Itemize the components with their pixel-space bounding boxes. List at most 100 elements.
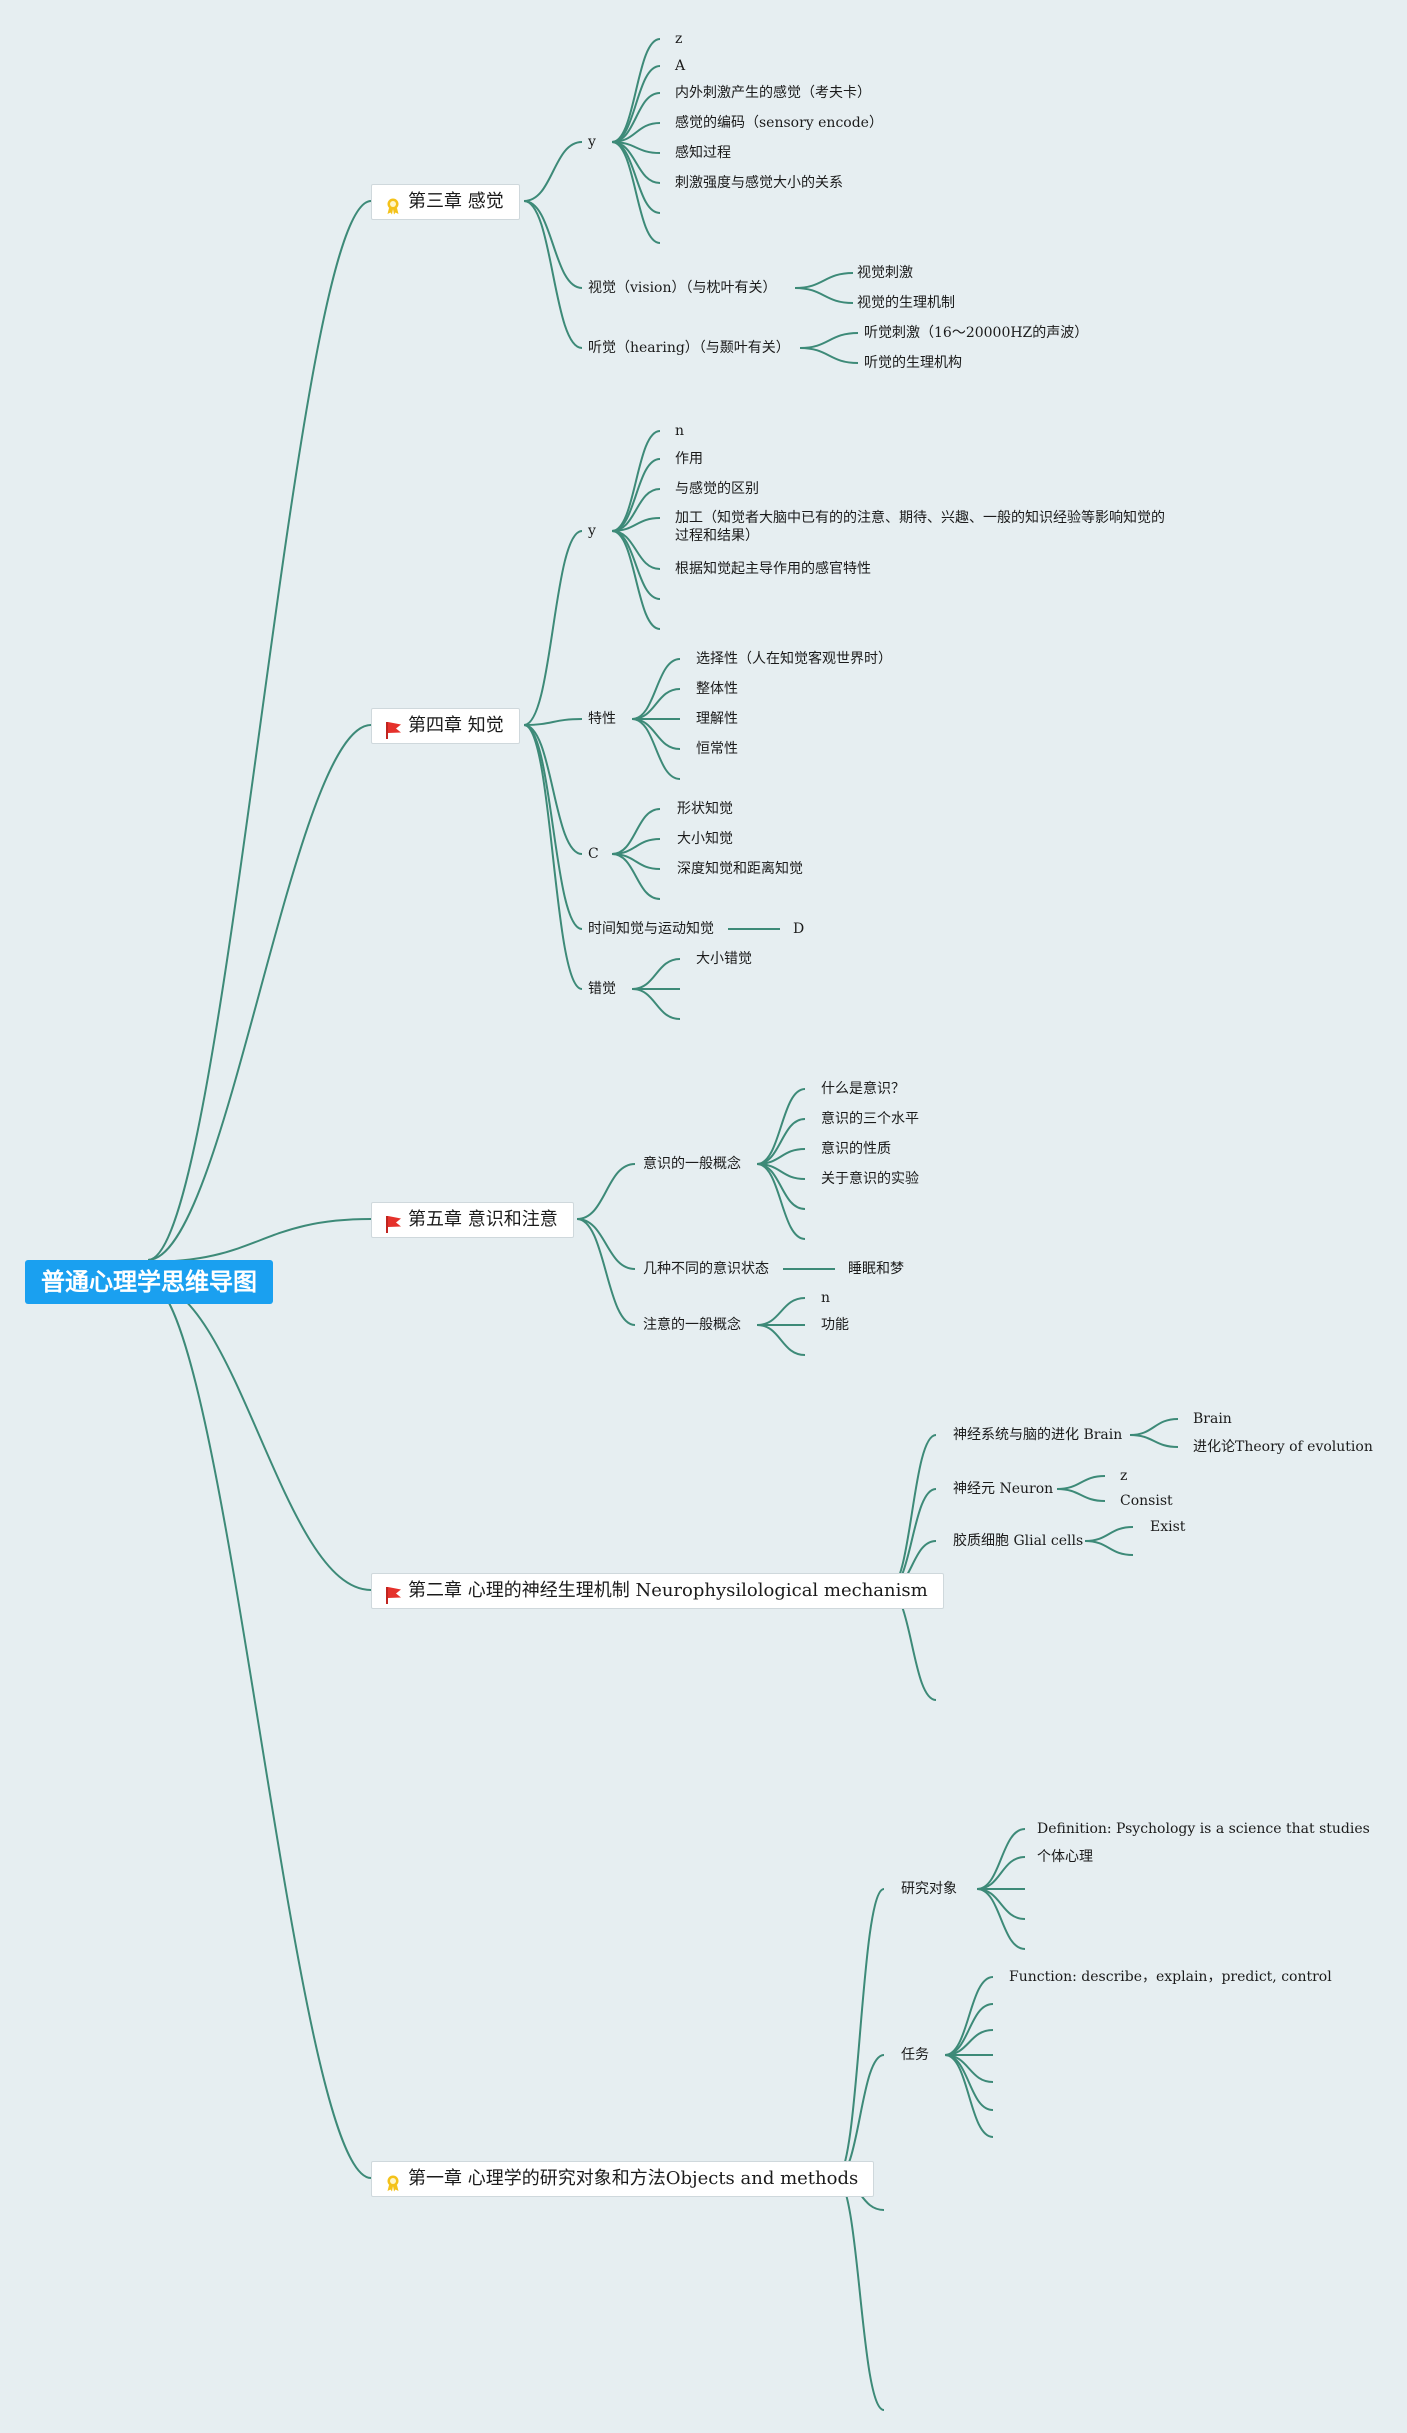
topic-node[interactable]: y [588, 134, 596, 150]
connector-line [523, 200, 583, 349]
subtopic-node[interactable]: z [675, 31, 683, 47]
subtopic-node[interactable]: 深度知觉和距离知觉 [677, 861, 803, 877]
subtopic-node[interactable]: 整体性 [696, 681, 738, 697]
subtopic-node[interactable]: 睡眠和梦 [848, 1261, 904, 1277]
connector-line [611, 92, 661, 143]
subtopic-node[interactable]: 选择性（人在知觉客观世界时） [696, 651, 892, 667]
subtopic-node[interactable]: 大小错觉 [696, 951, 752, 967]
connector-line [523, 141, 583, 202]
subtopic-node[interactable]: 刺激强度与感觉大小的关系 [675, 175, 843, 191]
connector-line [756, 1163, 806, 1240]
topic-node[interactable]: 神经元 Neuron [953, 1481, 1054, 1497]
connector-line [523, 724, 583, 930]
subtopic-node[interactable]: z [1120, 1468, 1128, 1484]
connector-line [523, 718, 583, 726]
connector-line [611, 65, 661, 143]
topic-node[interactable]: 意识的一般概念 [643, 1156, 741, 1172]
subtopic-node[interactable]: 听觉刺激（16～20000HZ的声波） [864, 325, 1089, 341]
award-icon [384, 193, 402, 215]
connector-line [631, 718, 681, 780]
topic-node[interactable]: C [588, 846, 599, 862]
connector-line [523, 724, 583, 990]
root-node[interactable]: 普通心理学思维导图 [25, 1260, 273, 1304]
connector-line [1129, 1418, 1179, 1436]
subtopic-node[interactable]: 个体心理 [1037, 1849, 1093, 1865]
subtopic-node[interactable]: 意识的三个水平 [821, 1111, 919, 1127]
subtopic-node[interactable]: 感知过程 [675, 145, 731, 161]
subtopic-node[interactable]: A [675, 58, 686, 74]
subtopic-node[interactable]: 意识的性质 [821, 1141, 891, 1157]
subtopic-node[interactable]: 加工（知觉者大脑中已有的的注意、期待、兴趣、一般的知识经验等影响知觉的过程和结果… [675, 510, 1165, 544]
chapter-3-node[interactable]: 第三章 感觉 [371, 184, 520, 220]
connector-line [611, 530, 661, 630]
subtopic-node[interactable]: 视觉刺激 [857, 265, 913, 281]
connector-line [835, 2177, 885, 2411]
topic-node[interactable]: 注意的一般概念 [643, 1317, 741, 1333]
subtopic-node[interactable]: 什么是意识？ [821, 1081, 905, 1097]
connector-line [631, 658, 681, 720]
subtopic-node[interactable]: 理解性 [696, 711, 738, 727]
topic-node[interactable]: 胶质细胞 Glial cells [953, 1533, 1084, 1549]
connector-line [794, 272, 854, 289]
connector-line [576, 1218, 636, 1326]
award-icon [384, 2170, 402, 2192]
topic-node[interactable]: 几种不同的意识状态 [643, 1261, 769, 1277]
subtopic-node[interactable]: 根据知觉起主导作用的感官特性 [675, 561, 871, 577]
connector-line [147, 200, 372, 1261]
subtopic-node[interactable]: 进化论Theory of evolution [1193, 1439, 1373, 1455]
topic-node[interactable]: 任务 [901, 2047, 929, 2063]
subtopic-node[interactable]: 大小知觉 [677, 831, 733, 847]
chapter-5-label: 第五章 意识和注意 [408, 1209, 558, 1230]
subtopic-node[interactable]: 视觉的生理机制 [857, 295, 955, 311]
connector-line [944, 1976, 994, 2056]
chapter-5-node[interactable]: 第五章 意识和注意 [371, 1202, 574, 1238]
connector-line [576, 1218, 636, 1270]
subtopic-node[interactable]: Consist [1120, 1493, 1173, 1509]
chapter-4-node[interactable]: 第四章 知觉 [371, 708, 520, 744]
subtopic-node[interactable]: Function: describe，explain，predict, cont… [1009, 1969, 1332, 1985]
subtopic-node[interactable]: n [821, 1290, 831, 1306]
subtopic-node[interactable]: 恒常性 [696, 741, 738, 757]
connector-line [631, 958, 681, 990]
subtopic-node[interactable]: Exist [1150, 1519, 1186, 1535]
topic-node[interactable]: 时间知觉与运动知觉 [588, 921, 714, 937]
connector-line [835, 1888, 885, 2179]
topic-node[interactable]: y [588, 523, 596, 539]
connector-line [1084, 1540, 1134, 1556]
topic-node[interactable]: 视觉（vision）（与枕叶有关） [588, 280, 777, 296]
connector-line [147, 724, 372, 1261]
topic-node[interactable]: 研究对象 [901, 1881, 957, 1897]
subtopic-node[interactable]: 作用 [675, 451, 703, 467]
topic-node[interactable]: 神经系统与脑的进化 Brain [953, 1427, 1123, 1443]
connector-line [611, 530, 661, 600]
connector-line [611, 517, 661, 532]
subtopic-node[interactable]: 与感觉的区别 [675, 481, 759, 497]
flag-icon [384, 1582, 402, 1604]
chapter-2-label: 第二章 心理的神经生理机制 Neurophysilological mechan… [408, 1580, 928, 1601]
subtopic-node[interactable]: 功能 [821, 1317, 849, 1333]
topic-node[interactable]: 听觉（hearing）（与颞叶有关） [588, 340, 790, 356]
connector-line [1056, 1488, 1106, 1502]
subtopic-node[interactable]: n [675, 423, 685, 439]
connector-line [799, 332, 859, 349]
subtopic-node[interactable]: Brain [1193, 1411, 1232, 1427]
subtopic-node[interactable]: 感觉的编码（sensory encode） [675, 115, 883, 131]
subtopic-node[interactable]: 内外刺激产生的感觉（考夫卡） [675, 85, 871, 101]
chapter-1-node[interactable]: 第一章 心理学的研究对象和方法Objects and methods [371, 2161, 875, 2197]
connector-line [611, 458, 661, 532]
topic-node[interactable]: 特性 [588, 711, 616, 727]
subtopic-node[interactable]: 听觉的生理机构 [864, 355, 962, 371]
connector-line [976, 1888, 1026, 1920]
connector-line [611, 853, 661, 900]
connector-line [576, 1163, 636, 1220]
subtopic-node[interactable]: 关于意识的实验 [821, 1171, 919, 1187]
chapter-2-node[interactable]: 第二章 心理的神经生理机制 Neurophysilological mechan… [371, 1573, 944, 1609]
topic-node[interactable]: 错觉 [588, 981, 616, 997]
connector-line [976, 1888, 1026, 1950]
subtopic-node[interactable]: D [793, 921, 805, 937]
flag-icon [384, 717, 402, 739]
subtopic-node[interactable]: Definition: Psychology is a science that… [1037, 1821, 1370, 1837]
subtopic-node[interactable]: 形状知觉 [677, 801, 733, 817]
